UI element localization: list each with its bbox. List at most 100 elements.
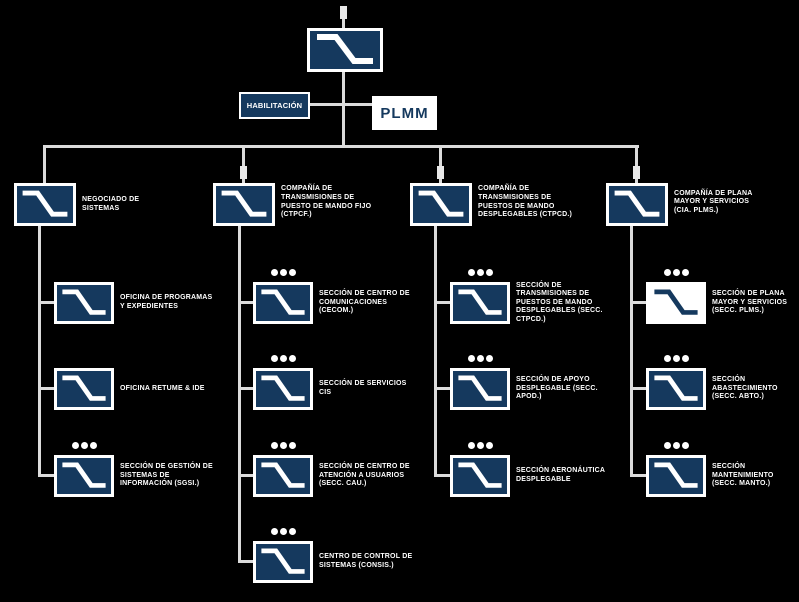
signals-flash-icon [614,190,660,217]
section-dots-marker [468,355,493,362]
unit-box-secc-ctpcd [450,282,510,324]
connector-line [242,145,245,183]
signals-flash-icon [261,375,305,401]
connector-line [38,226,41,477]
signals-flash-icon [261,289,305,315]
unit-label: COMPAÑÍA DE PLANA MAYOR Y SERVICIOS (CIA… [674,189,753,214]
unit-label: COMPAÑÍA DE TRANSMISIONES DE PUESTO DE M… [281,185,372,219]
connector-line [238,226,241,563]
dot-icon [280,355,287,362]
signals-flash-icon [654,462,698,488]
dot-icon [271,355,278,362]
unit-box-servicios-cis [253,368,313,410]
dot-icon [486,355,493,362]
signals-flash-icon [221,190,267,217]
unit-box-secc-plms [646,282,706,324]
connector-line [434,387,450,390]
dot-icon [682,355,689,362]
signals-flash-icon [458,289,502,315]
connector-line [238,387,253,390]
connector-line [439,145,442,183]
section-dots-marker [72,442,97,449]
habilitacion-label: HABILITACIÓN [246,101,303,110]
unit-label: SECCIÓN ABASTECIMIENTO (SECC. ABTO.) [712,376,778,401]
dot-icon [673,355,680,362]
dot-icon [673,269,680,276]
connector-line [630,387,646,390]
dot-icon [673,442,680,449]
dot-icon [486,269,493,276]
dot-icon [289,355,296,362]
connector-line [630,474,646,477]
unit-label: SECCIÓN DE CENTRO DE COMUNICACIONES (CEC… [319,290,410,315]
plmm-box: PLMM [372,96,437,130]
dot-icon [477,269,484,276]
unit-label: SECCIÓN DE APOYO DESPLEGABLE (SECC. APOD… [516,376,598,401]
dot-icon [664,269,671,276]
section-dots-marker [664,269,689,276]
dot-icon [280,528,287,535]
unit-box-root [307,28,383,72]
section-dots-marker [271,355,296,362]
unit-label: CENTRO DE CONTROL DE SISTEMAS (CONSIS.) [319,553,413,569]
signals-flash-icon [654,375,698,401]
section-dots-marker [664,442,689,449]
section-dots-marker [271,269,296,276]
dot-icon [280,269,287,276]
unit-label: SECCIÓN DE GESTIÓN DE SISTEMAS DE INFORM… [120,463,213,488]
signals-flash-icon [458,462,502,488]
plmm-label: PLMM [380,104,429,122]
unit-box-mantenimiento [646,455,706,497]
echelon-marker [633,166,640,179]
connector-line [434,226,437,477]
unit-box-negociado-sistemas [14,183,76,226]
dot-icon [289,528,296,535]
signals-flash-icon [317,34,373,64]
unit-label: OFICINA RETUME & IDE [120,384,205,392]
connector-line [43,145,46,183]
connector-line [43,145,639,148]
unit-label: SECCIÓN DE SERVICIOS CIS [319,380,407,396]
echelon-marker [437,166,444,179]
signals-flash-icon [261,548,305,574]
signals-flash-icon [62,462,106,488]
section-dots-marker [271,442,296,449]
dot-icon [468,355,475,362]
connector-line [434,301,450,304]
signals-flash-icon [22,190,68,217]
echelon-marker [240,166,247,179]
signals-flash-icon [62,375,106,401]
habilitacion-box: HABILITACIÓN [239,92,310,119]
dot-icon [468,442,475,449]
unit-box-cia-plms [606,183,668,226]
dot-icon [72,442,79,449]
unit-label: COMPAÑÍA DE TRANSMISIONES DE PUESTOS DE … [478,185,573,219]
dot-icon [90,442,97,449]
unit-box-aeronautica [450,455,510,497]
signals-flash-icon [418,190,464,217]
unit-label: OFICINA DE PROGRAMAS Y EXPEDIENTES [120,294,213,310]
unit-box-consis [253,541,313,583]
unit-box-apod [450,368,510,410]
signals-flash-icon [458,375,502,401]
dot-icon [271,442,278,449]
unit-box-cecom [253,282,313,324]
unit-box-cau [253,455,313,497]
unit-label: NEGOCIADO DE SISTEMAS [82,195,140,212]
unit-box-abastecimiento [646,368,706,410]
section-dots-marker [468,269,493,276]
connector-line [238,474,253,477]
dot-icon [664,355,671,362]
dot-icon [682,269,689,276]
dot-icon [271,528,278,535]
dot-icon [289,442,296,449]
unit-box-sgsi [54,455,114,497]
connector-line [238,560,253,563]
connector-line [38,387,54,390]
section-dots-marker [468,442,493,449]
connector-line [630,301,646,304]
echelon-marker [340,6,347,19]
dot-icon [682,442,689,449]
connector-line [635,145,638,183]
